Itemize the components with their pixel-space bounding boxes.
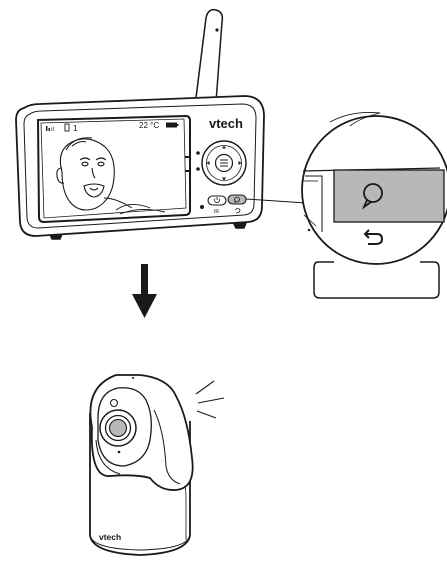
camera-sensor <box>109 398 119 408</box>
right-arrow[interactable] <box>238 161 242 165</box>
baby-face-illustration <box>56 137 166 215</box>
camera-number: 1 <box>73 123 78 133</box>
speech-bubble-icon <box>361 183 383 210</box>
side-indicators <box>185 151 204 209</box>
monitor-foot-right <box>232 222 248 229</box>
monitor-bottom-buttons: IR <box>207 194 247 215</box>
svg-text:ıl: ıl <box>51 127 54 133</box>
monitor-body <box>15 95 265 237</box>
monitor-brand-logo: vtech <box>209 116 243 131</box>
sound-waves-icon <box>195 380 225 419</box>
power-led <box>196 167 200 171</box>
monitor-bezel-inner <box>23 103 257 229</box>
baby-unit-camera: vtech <box>89 374 225 556</box>
up-arrow[interactable] <box>222 145 226 149</box>
power-button[interactable] <box>207 195 227 206</box>
down-arrow[interactable] <box>222 177 226 181</box>
magnifier-dot <box>307 228 311 232</box>
menu-icon <box>220 159 228 167</box>
camera-head-inner <box>153 409 181 485</box>
camera-brand-logo: vtech <box>99 532 121 542</box>
left-arrow[interactable] <box>206 161 210 165</box>
camera-icon <box>64 123 70 132</box>
camera-mic-dot <box>117 450 121 454</box>
magnifier-rim-line <box>329 111 381 127</box>
enlarged-talk-button[interactable] <box>333 169 445 223</box>
status-bar: ıl 1 22 °C <box>46 121 179 133</box>
ir-label: IR <box>214 209 219 215</box>
camera-top-dot <box>132 377 134 379</box>
talk-button[interactable] <box>227 194 247 205</box>
callout-leader-line <box>245 198 307 204</box>
return-mini-icon <box>234 208 241 214</box>
signal-icon: ıl <box>46 126 54 133</box>
sound-led <box>196 151 200 155</box>
monitor-screen <box>36 114 191 224</box>
camera-lens-ring <box>104 414 132 442</box>
camera-lens <box>108 418 128 438</box>
talk-icon <box>234 196 240 204</box>
parent-unit-monitor: ıl 1 22 °C vtec <box>15 8 265 240</box>
magnifier-base <box>313 261 440 299</box>
down-arrow-indicator <box>132 264 157 318</box>
return-arrow-icon <box>363 229 384 245</box>
power-icon <box>214 198 220 203</box>
navigation-pad[interactable] <box>201 140 247 186</box>
battery-icon <box>166 122 179 128</box>
magnifier-callout <box>301 111 447 299</box>
microphone <box>200 205 204 209</box>
antenna <box>195 8 224 103</box>
temperature-readout: 22 °C <box>139 121 159 130</box>
